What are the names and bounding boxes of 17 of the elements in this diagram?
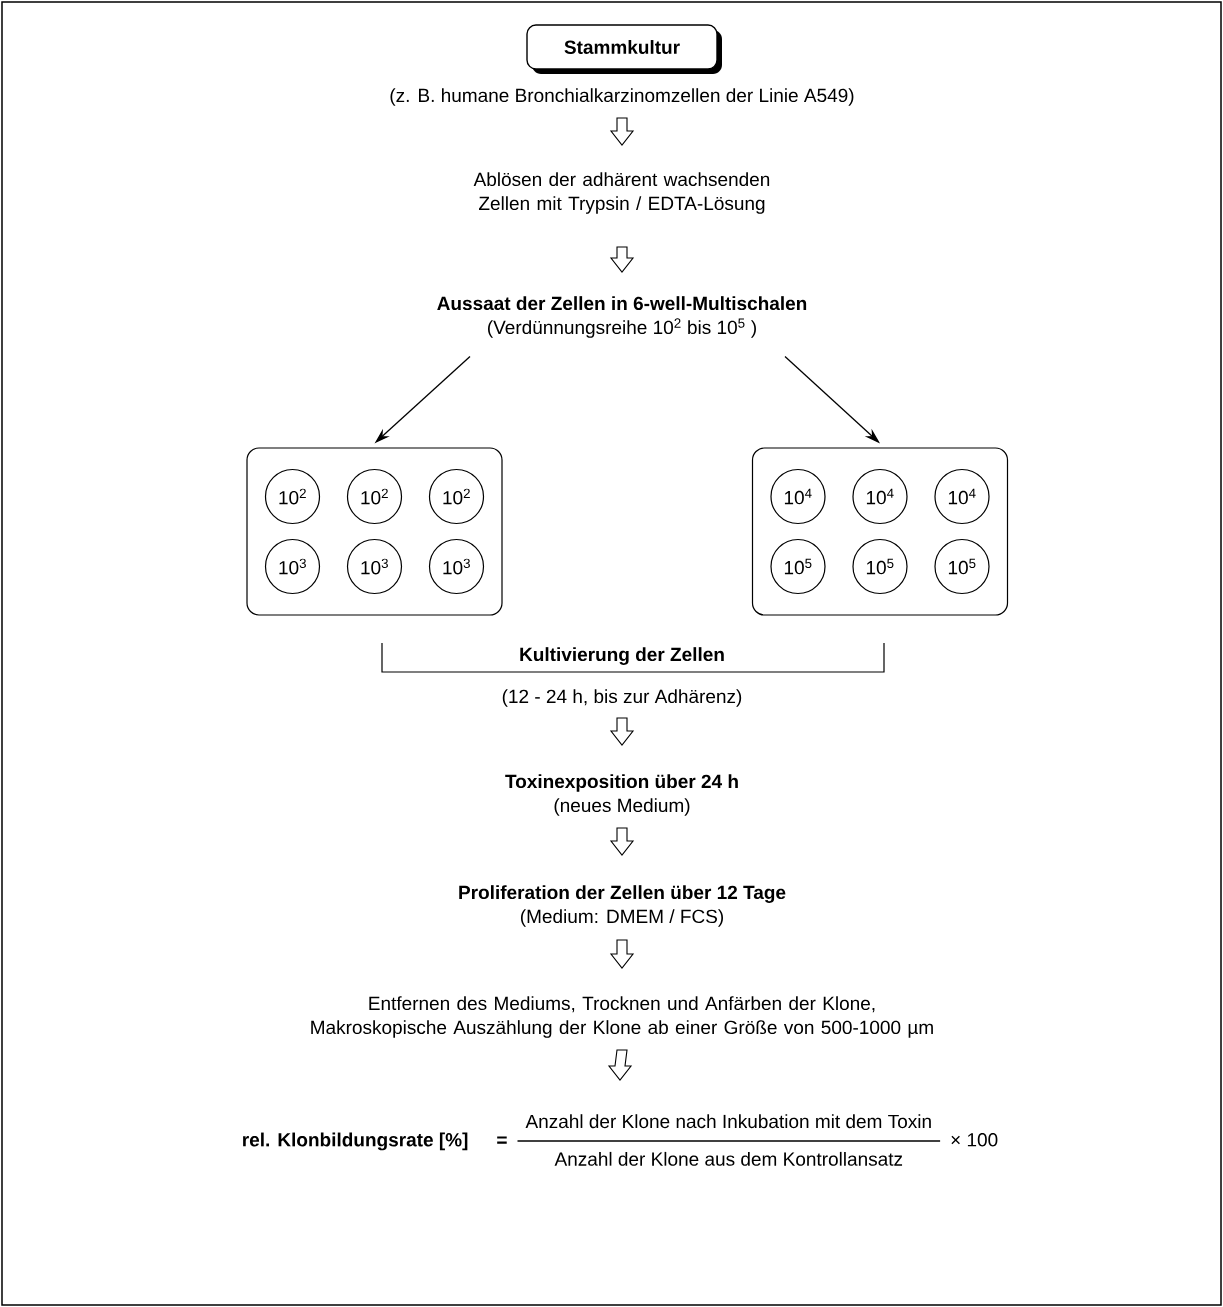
step-text: Ablösen der adhärent wachsenden Zellen mit Trypsin / EDTA-Lösung: [473, 172, 770, 214]
multiwell-plate: [751, 447, 1009, 616]
multiwell-plate: [246, 447, 503, 616]
step-text: Kultivierung der Zellen (12 - 24 h, bis zur Adhärenz): [502, 647, 742, 707]
step-text: Entfernen des Mediums, Trocknen und Anfärben der Klone, Makroskopische Auszählung der Klone ab einer Größe von 500-1000 µm: [311, 996, 933, 1038]
block-arrow: [607, 1049, 633, 1081]
step-text: Toxinexposition über 24 h (neues Medium): [505, 774, 738, 816]
block-arrow: [609, 827, 635, 856]
block-arrow: [609, 939, 635, 969]
formula-text: rel. Klonbildungsrate [%] = Anzahl der Klone nach Inkubation mit dem Toxin Anzahl der Klone aus dem Kontrollansatz × 100: [243, 1114, 998, 1166]
description-text: (z. B. humane Bronchialkarzinomzellen der Linie A549): [390, 88, 854, 106]
block-arrow: [609, 117, 635, 146]
block-arrow: [609, 717, 635, 746]
rounded-box: Stammkultur: [526, 24, 722, 74]
step-text: Proliferation der Zellen über 12 Tage (Medium: DMEM / FCS): [459, 885, 786, 927]
step-text: Aussaat der Zellen in 6-well-Multischalen (Verdünnungsreihe 10$^{2}$ bis 10$^{5}$ ): [437, 296, 807, 338]
block-arrow: [609, 246, 635, 273]
